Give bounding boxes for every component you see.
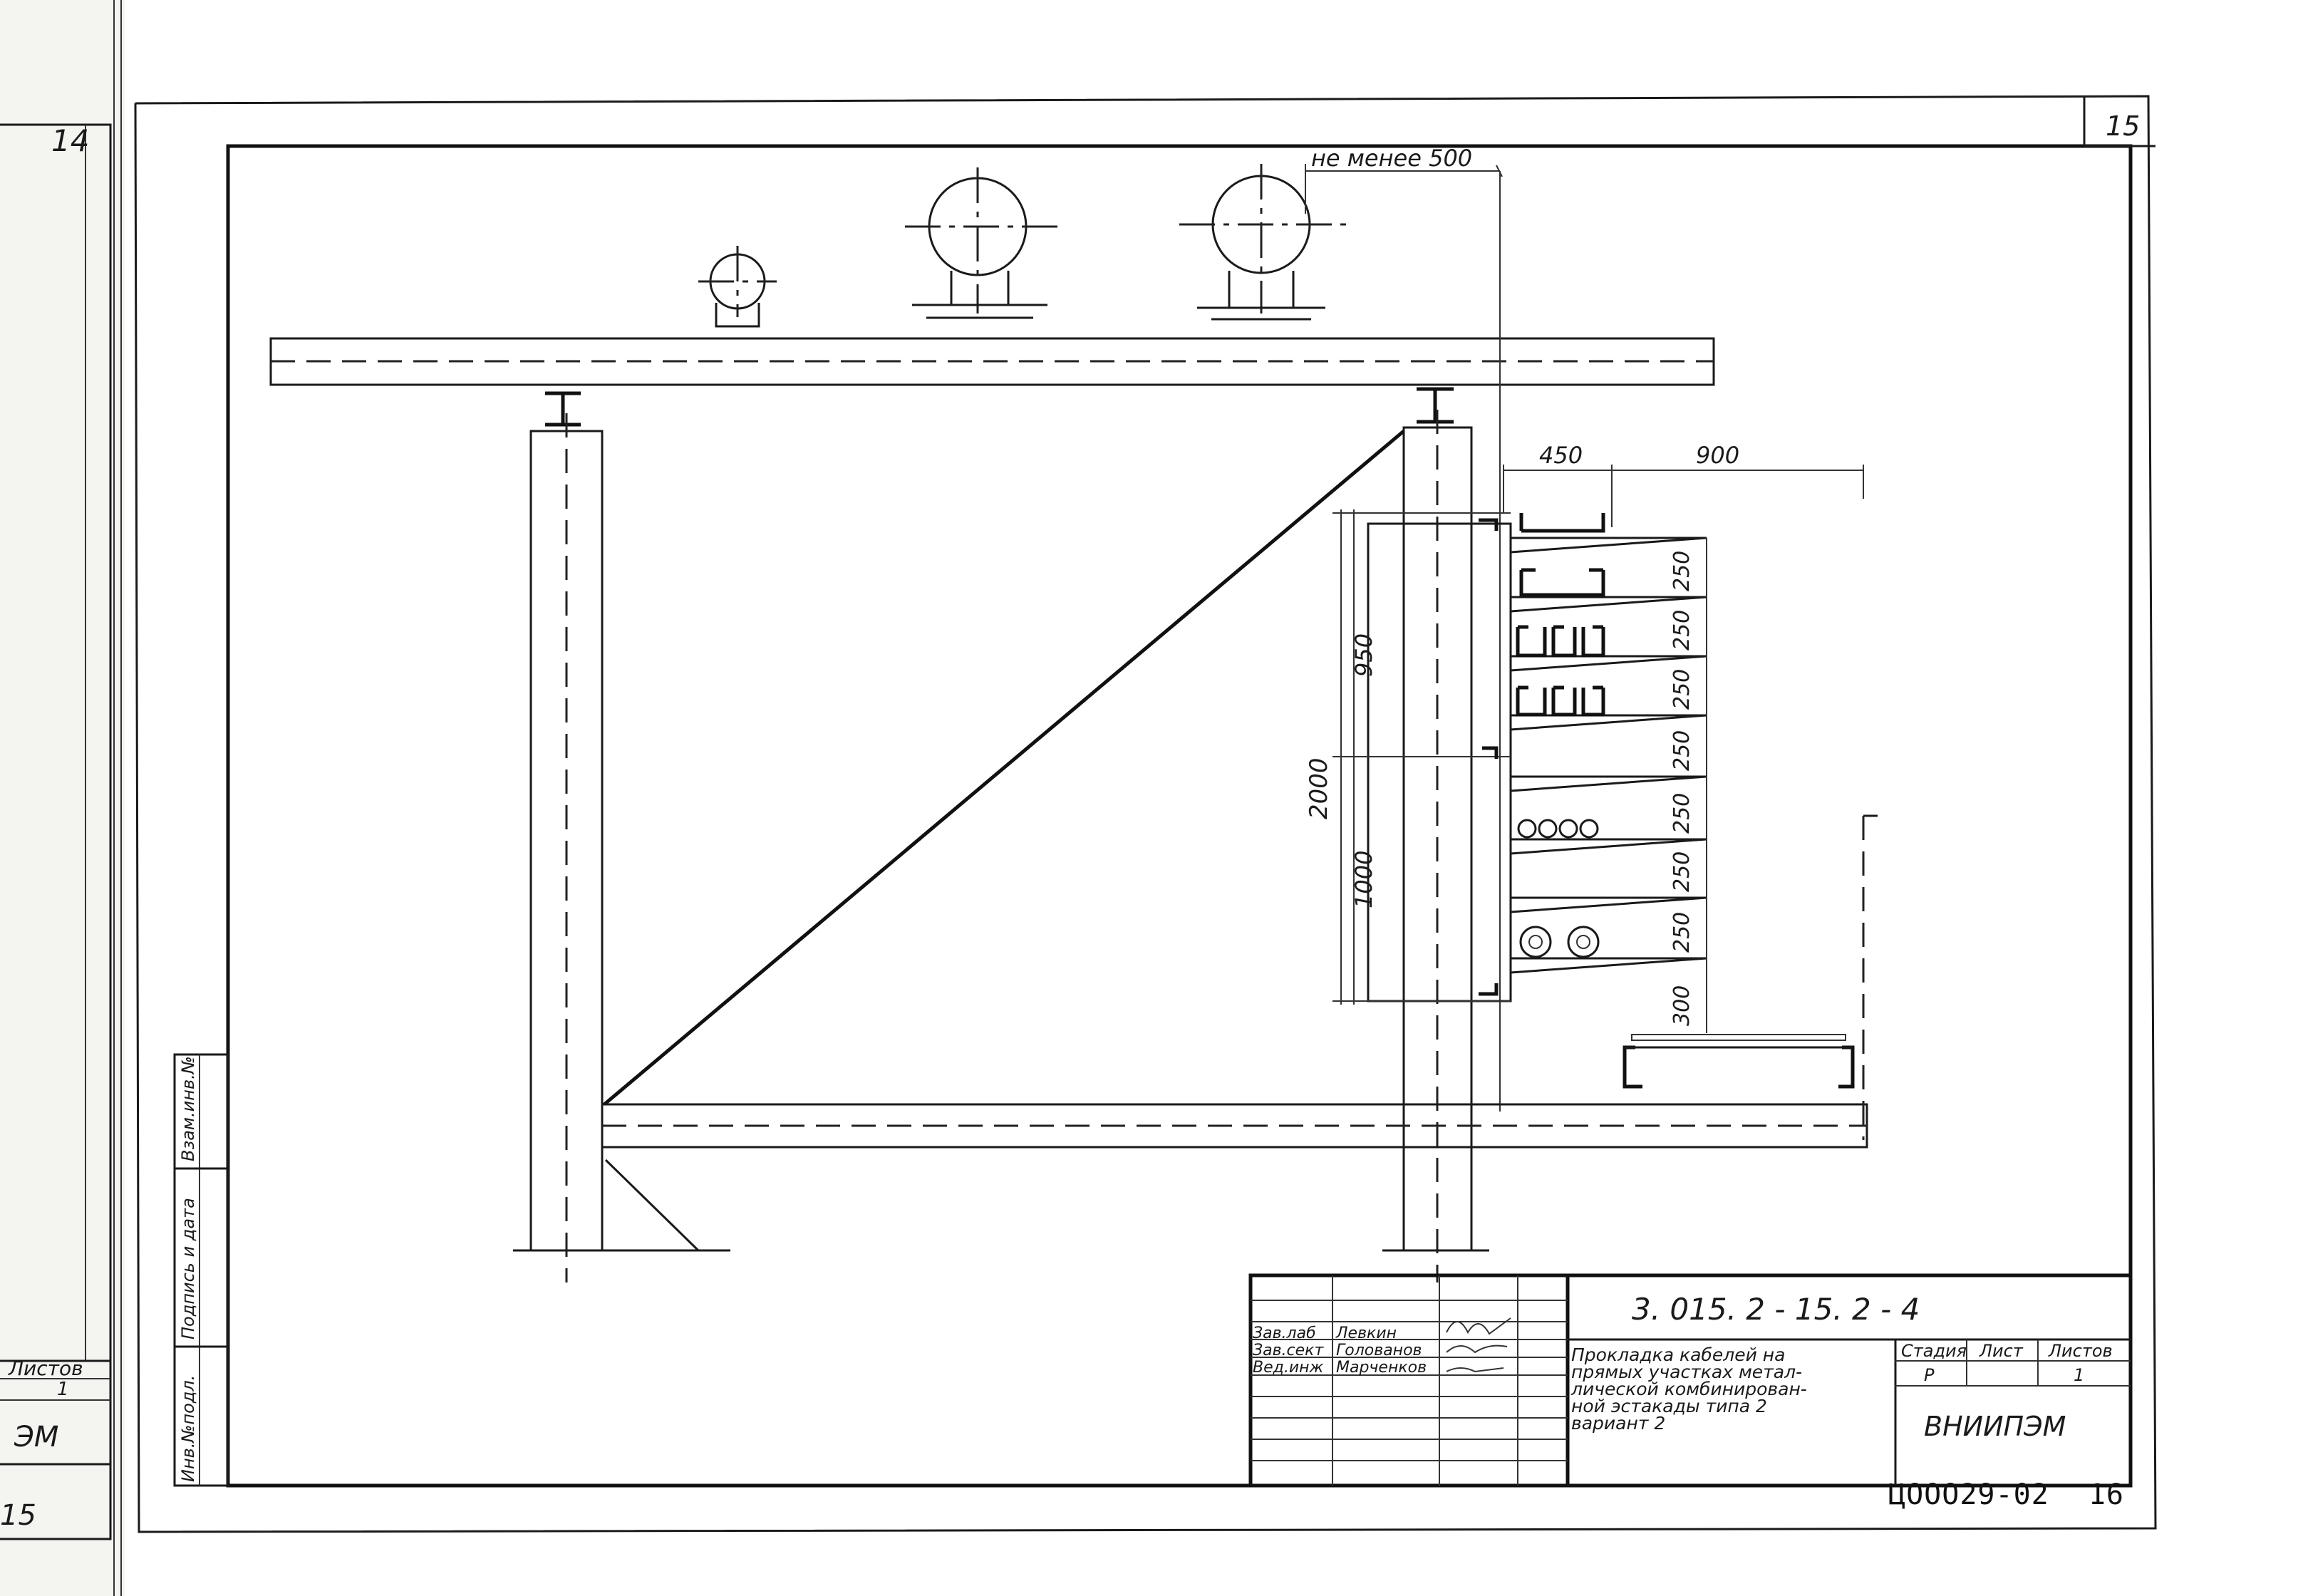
previous-sheet-fragment: 14 Листов 1 ЭМ 15	[0, 0, 125, 1596]
role-lead-engineer: Вед.инж	[1253, 1359, 1324, 1377]
top-dimensions: 450 900	[1503, 442, 1864, 527]
prev-sheet-listov-label: Листов	[8, 1357, 83, 1380]
signatures	[1446, 1317, 1511, 1373]
dim-shelf-4: 250	[1670, 730, 1694, 771]
pipe-large-1	[905, 167, 1062, 319]
sheets-header: Листов	[2048, 1341, 2113, 1361]
archive-stamp: ЦООО29-02 16	[1888, 1478, 2124, 1511]
pipe-large-2	[1179, 164, 1350, 321]
dim-shelf-2: 250	[1670, 610, 1694, 651]
organization: ВНИИПЭМ	[1924, 1411, 2066, 1442]
name-3: Марченков	[1336, 1359, 1427, 1377]
dim-950: 950	[1350, 633, 1377, 677]
prev-sheet-bottom-number: 15	[0, 1499, 36, 1532]
prev-sheet-org: ЭМ	[14, 1421, 58, 1454]
title-line-5: вариант 2	[1571, 1413, 1665, 1434]
title-line-3: лической комбинирован-	[1570, 1379, 1807, 1399]
pipelines	[698, 164, 1350, 328]
right-column	[1382, 410, 1489, 1282]
walkway	[1623, 814, 1878, 1140]
drawing-code: 3. 015. 2 - 15. 2 - 4	[1632, 1292, 1920, 1327]
lower-beam	[601, 1103, 1868, 1149]
dim-shelf-3: 250	[1670, 669, 1694, 710]
name-2: Голованов	[1336, 1342, 1422, 1359]
sheet-header: Лист	[1979, 1341, 2024, 1361]
title-line-2: прямых участках метал-	[1571, 1362, 1802, 1382]
dim-shelf-1: 250	[1670, 551, 1694, 591]
dim-shelf-8: 300	[1670, 985, 1694, 1026]
clearance-dimension: не менее 500	[1305, 145, 1503, 1112]
clearance-label: не менее 500	[1311, 145, 1472, 172]
prev-sheet-listov-value: 1	[57, 1379, 69, 1400]
diagonal-brace	[603, 430, 1405, 1106]
side-stamp-vzam-inv: Взам.инв.№	[178, 1056, 198, 1161]
stage-value: Р	[1924, 1365, 1935, 1385]
dim-shelf-7: 250	[1670, 912, 1694, 953]
title-line-1: Прокладка кабелей на	[1571, 1344, 1785, 1365]
cable-rack: 250 250 250 250 250 250 250 300	[1332, 509, 1707, 1033]
dim-450: 450	[1539, 442, 1583, 469]
left-column	[513, 413, 730, 1282]
stage-header: Стадия	[1901, 1341, 1967, 1361]
ibeam-symbols	[545, 387, 1454, 427]
archive-page: 16	[2088, 1478, 2125, 1511]
side-stamp: Инв.№подл. Подпись и дата Взам.инв.№	[173, 1053, 229, 1487]
dim-900: 900	[1696, 442, 1739, 469]
sheets-value: 1	[2074, 1365, 2084, 1385]
archive-code: ЦООО29-02	[1888, 1478, 2049, 1511]
prev-sheet-number: 14	[51, 123, 89, 158]
role-head-lab: Зав.лаб	[1253, 1325, 1316, 1342]
pipe-small	[698, 246, 777, 328]
sheet-border: 15	[134, 95, 2157, 1533]
role-head-sector: Зав.сект	[1253, 1342, 1324, 1359]
cable-trays	[1516, 513, 1605, 717]
dim-shelf-5: 250	[1670, 793, 1694, 834]
name-1: Левкин	[1335, 1325, 1397, 1342]
title-block: 3. 015. 2 - 15. 2 - 4 Зав.лаб Зав.сект В…	[1248, 1273, 2133, 1488]
side-stamp-inv-podl: Инв.№подл.	[178, 1375, 198, 1482]
dim-1000: 1000	[1350, 851, 1377, 908]
dim-2000: 2000	[1305, 757, 1333, 819]
title-line-4: ной эстакады типа 2	[1571, 1396, 1767, 1416]
side-stamp-signature-date: Подпись и дата	[178, 1198, 198, 1340]
top-beam	[269, 337, 1715, 386]
dim-shelf-6: 250	[1670, 851, 1694, 892]
sheet-number: 15	[2106, 110, 2140, 142]
vertical-dimensions: 950 2000 1000	[1305, 633, 1377, 908]
cables	[1517, 819, 1600, 958]
